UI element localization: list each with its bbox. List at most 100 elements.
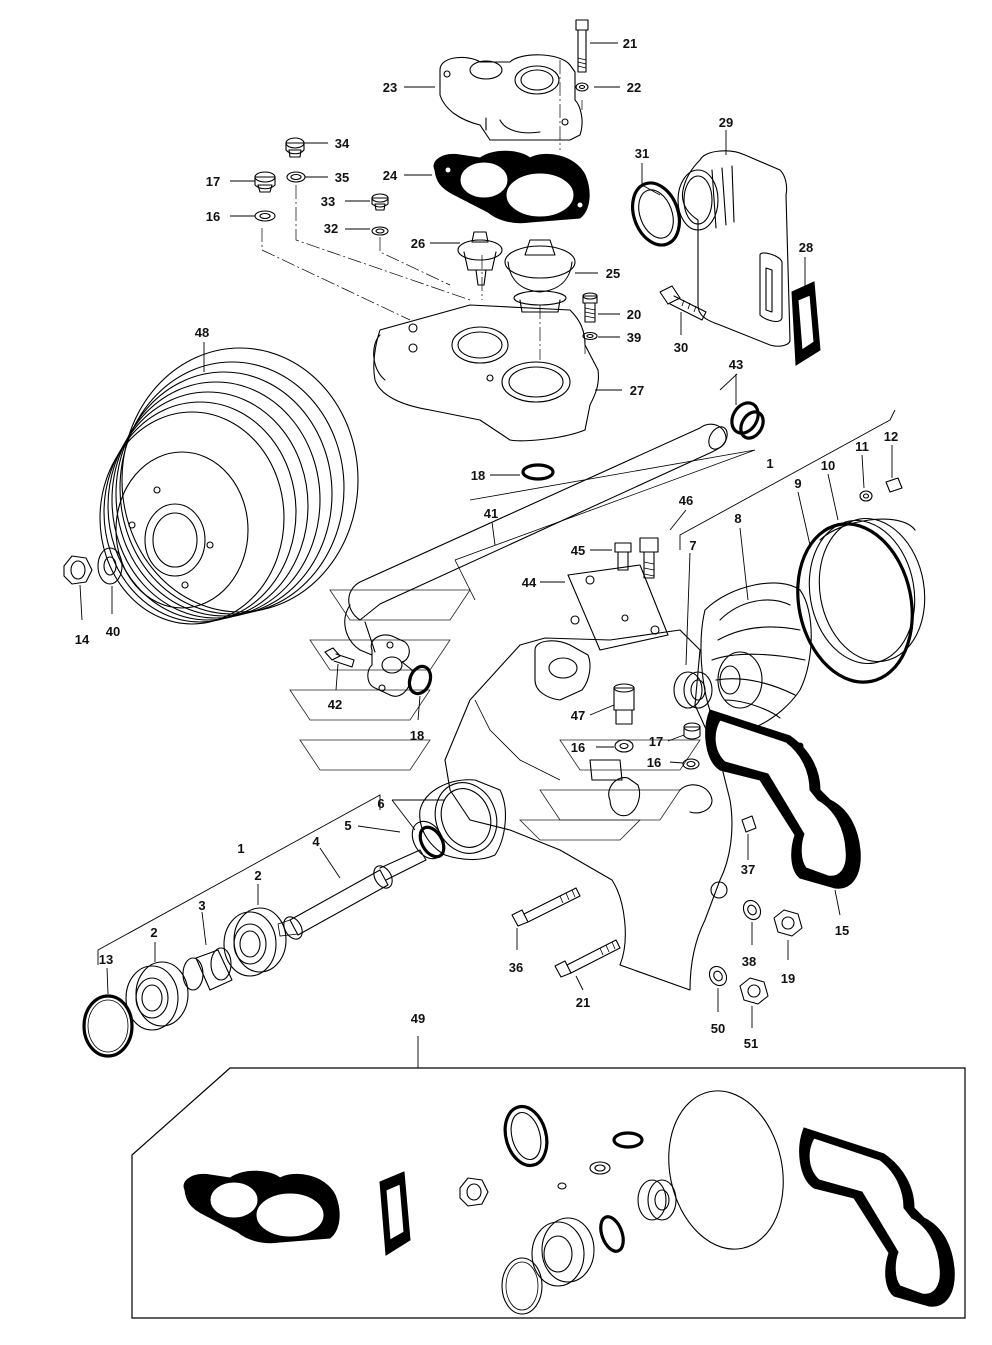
nut-14 [63,555,93,585]
kit-o-ring-cover [668,1090,784,1250]
kit-o-ring-elbow [503,1104,549,1168]
callout-32: 32 [324,221,338,236]
callout-25: 25 [606,266,620,281]
callout-44: 44 [522,575,537,590]
kit-gasket-pump [799,1127,955,1307]
callout-21-top: 21 [623,36,637,51]
callout-16-mid: 16 [571,740,585,755]
plug-19 [773,909,803,937]
kit-washers [557,1161,611,1190]
callout-16-top: 16 [206,209,220,224]
callout-31: 31 [635,146,649,161]
o-ring-31 [631,181,681,247]
washer-11 [859,490,873,502]
washer-16-mid [614,739,634,753]
callout-10: 10 [821,458,835,473]
callout-17-mid: 17 [649,734,663,749]
washer-50 [708,965,728,987]
o-ring-9 [796,522,914,684]
callout-20: 20 [627,307,641,322]
callout-13: 13 [99,952,113,967]
bolt-42 [324,647,355,668]
bolt-21-lower [554,939,621,978]
thermostat-housing [373,304,599,442]
circlip-13 [82,994,134,1058]
callout-1-right: 1 [766,456,773,471]
callout-26: 26 [411,236,425,251]
callout-49: 49 [411,1011,425,1026]
shaft [277,849,427,940]
callout-51: 51 [744,1036,758,1051]
plug-17-mid [683,722,701,740]
callout-50: 50 [711,1021,725,1036]
bearing-2-lower [125,961,189,1031]
kit-gasket-elbow [379,1171,411,1256]
small-fasteners-top [254,19,598,341]
callout-29: 29 [719,115,733,130]
o-ring-18-top [521,463,555,481]
callout-7: 7 [689,538,696,553]
callout-17-top: 17 [206,174,220,189]
impeller [700,582,812,734]
bearing-2-upper [223,907,287,977]
o-ring-43 [730,401,765,440]
callout-21-lower: 21 [576,995,590,1010]
callout-43: 43 [729,357,743,372]
callout-38: 38 [742,954,756,969]
thermostat-large [504,239,576,313]
washer-16-right [682,758,700,770]
bolt-45 [614,542,632,571]
kit-circlip [501,1257,543,1315]
bolt-30 [659,285,707,321]
callout-14: 14 [75,632,90,647]
callout-1-left: 1 [237,841,244,856]
kit-o-ring-small [612,1131,644,1149]
bolt-46 [639,537,659,579]
callout-30: 30 [674,340,688,355]
washer-40 [97,547,123,585]
callout-41: 41 [484,506,498,521]
callout-33: 33 [321,194,335,209]
mechanical-seal [673,671,713,709]
callout-36: 36 [509,960,523,975]
gasket-kit-frame [131,1036,966,1319]
callout-46: 46 [679,493,693,508]
callout-19: 19 [781,971,795,986]
callout-37: 37 [741,862,755,877]
callout-24: 24 [383,168,398,183]
thermostat-cover [439,54,583,141]
callout-35: 35 [335,170,349,185]
callout-6: 6 [377,796,384,811]
bolt-12 [885,477,903,493]
callout-27: 27 [630,383,644,398]
part-number-labels: 21 22 23 24 34 35 17 16 33 32 26 25 20 3… [75,36,898,1051]
watermark-logo [289,589,701,841]
cover-plate-44 [567,564,669,651]
callout-23: 23 [383,80,397,95]
callout-40: 40 [106,624,120,639]
callout-18-top: 18 [471,468,485,483]
kit-bearing [531,1217,595,1287]
pump-gasket [705,709,861,889]
outlet-elbow [677,150,791,347]
o-ring-18-mid [407,664,433,696]
bypass-pipe [344,423,756,697]
callout-9: 9 [794,476,801,491]
callout-34: 34 [335,136,350,151]
callout-22: 22 [627,80,641,95]
callout-5: 5 [344,818,351,833]
bolt-36 [511,887,581,927]
plug-51 [739,977,769,1005]
callout-45: 45 [571,543,585,558]
callout-8: 8 [734,511,741,526]
washer-38 [742,899,762,921]
callout-16-right: 16 [647,755,661,770]
pump-cover [808,517,926,665]
union-fitting-47 [613,683,635,725]
callout-2-lower: 2 [150,925,157,940]
callout-39: 39 [627,330,641,345]
plug-37 [741,815,757,833]
callout-11: 11 [855,439,869,454]
